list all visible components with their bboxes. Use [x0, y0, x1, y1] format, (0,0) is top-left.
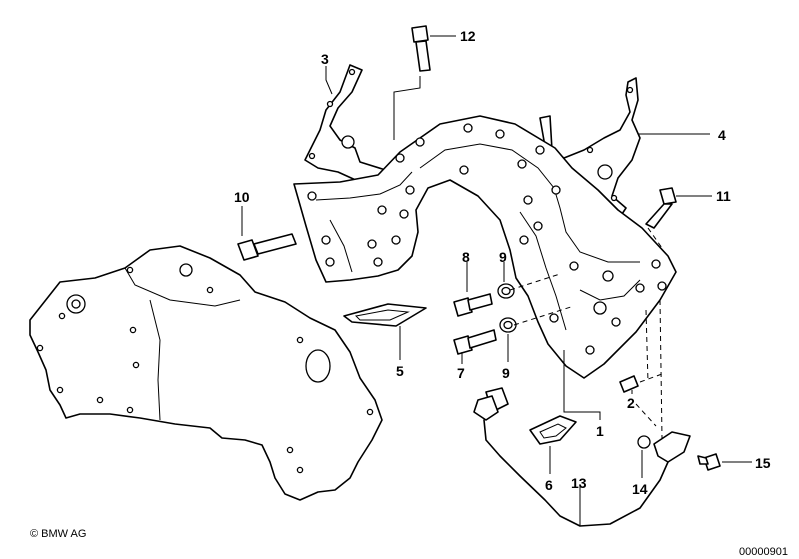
bolt-part-10[interactable] [237, 233, 297, 261]
lower-timing-case-cover[interactable] [29, 245, 383, 501]
label-part-1: 1 [596, 423, 604, 439]
part-labels: 1 2 3 4 5 6 7 8 9 9 10 11 12 13 14 15 [234, 28, 771, 497]
label-part-8: 8 [462, 249, 470, 265]
copyright-notice: © BMW AG [30, 528, 87, 540]
label-part-4: 4 [718, 127, 726, 143]
label-part-11: 11 [716, 188, 731, 204]
label-part-3: 3 [321, 51, 329, 67]
label-part-5: 5 [396, 363, 404, 379]
diagram-number: 00000901 [739, 546, 788, 558]
label-part-9-lower: 9 [502, 365, 510, 381]
alignment-lines [509, 227, 663, 439]
bolt-part-7[interactable] [453, 329, 497, 355]
label-part-6: 6 [545, 477, 553, 493]
label-part-9-upper: 9 [499, 249, 507, 265]
bolt-part-8[interactable] [453, 293, 493, 317]
label-part-7: 7 [457, 365, 465, 381]
label-part-15: 15 [755, 455, 771, 471]
sensor-with-cable-part-13[interactable] [473, 387, 691, 527]
sealing-ring-part-9-lower[interactable] [499, 317, 517, 333]
upper-timing-case-cover[interactable] [293, 115, 677, 379]
o-ring-part-14[interactable] [637, 435, 651, 449]
label-part-10: 10 [234, 189, 250, 205]
gasket-part-5[interactable] [343, 303, 427, 327]
label-part-2: 2 [627, 395, 635, 411]
label-part-14: 14 [632, 481, 648, 497]
label-part-12: 12 [460, 28, 476, 44]
screw-part-15[interactable] [697, 453, 721, 471]
dowel-pin-part-2[interactable] [619, 375, 639, 393]
bolt-part-11[interactable] [645, 187, 677, 229]
leader-lines [241, 35, 752, 526]
label-part-13: 13 [571, 475, 587, 491]
sealing-ring-part-9-upper[interactable] [497, 283, 515, 299]
gasket-part-3[interactable] [304, 64, 396, 191]
bolt-part-12[interactable] [411, 25, 431, 72]
gasket-part-6[interactable] [529, 415, 577, 445]
